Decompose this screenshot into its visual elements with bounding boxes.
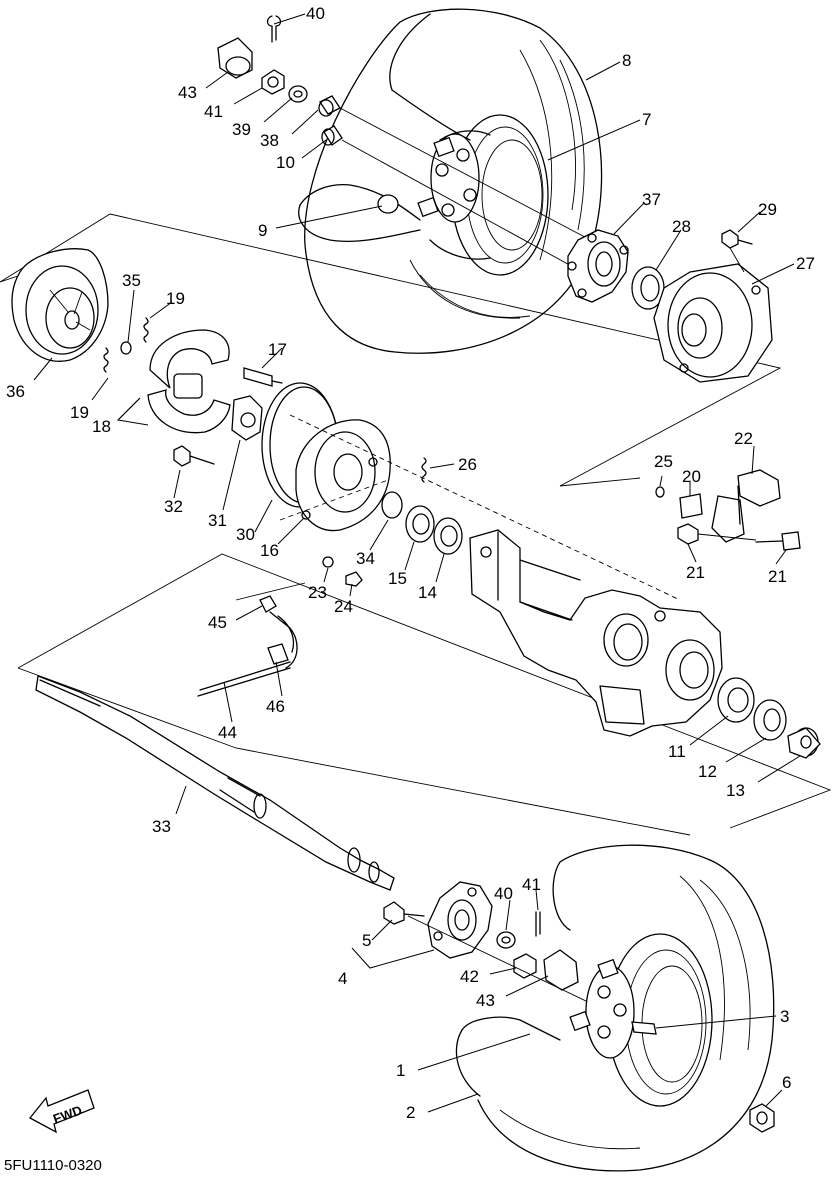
callout-14: 14 [418,583,437,602]
callout-37: 36 [6,382,25,401]
callout-46: 46 [266,697,285,716]
callout-42-lower: 41 [522,875,541,894]
callout-8: 8 [622,51,631,70]
callout-7: 7 [642,110,651,129]
callout-3: 3 [780,1007,789,1026]
lower-wheel-assembly [455,844,775,1172]
callout-33: 32 [164,497,183,516]
callout-4: 4 [338,969,347,988]
brake-linkage [655,469,801,551]
callout-27: 26 [458,455,477,474]
callout-31: 30 [236,525,255,544]
callout-25: 24 [334,597,353,616]
tire-upper [304,8,603,354]
callout-1: 1 [396,1061,405,1080]
fwd-arrow: FWD [29,1089,95,1134]
callout-9: 9 [258,221,267,240]
callout-43-lower: 43 [476,991,495,1010]
upper-wheel-assembly [298,8,603,354]
callout-17: 17 [268,340,287,359]
callout-20: 20 [682,467,701,486]
callout-44: 44 [218,723,237,742]
callout-16: 16 [260,541,279,560]
drawing-code: 5FU1110-0320 [4,1157,102,1174]
callout-40: 39 [232,120,251,139]
callout-10: 10 [276,153,295,172]
callout-21: 21 [768,567,787,586]
callout-38: 37 [642,190,661,209]
callout-42: 40 [306,4,325,23]
callout-28: 27 [796,254,815,273]
callout-labels: 40 43 41 39 38 10 9 8 7 37 28 29 27 35 1… [6,4,815,1122]
callout-34: 33 [152,817,171,836]
leader-lines [33,13,801,1113]
callout-40-lower: 40 [494,884,513,903]
callout-15: 15 [388,569,407,588]
callout-30: 29 [758,200,777,219]
callout-41: 41 [204,102,223,121]
callout-2: 2 [406,1103,415,1122]
callout-19-upper: 19 [166,289,185,308]
callout-39: 38 [260,131,279,150]
callout-43: 43 [178,83,197,102]
callout-41-lower: 42 [460,967,479,986]
upper-hardware [217,15,601,269]
callout-6: 6 [782,1073,791,1092]
axle-housing [469,529,821,759]
hub-drum-group [567,229,773,383]
axle-shaft [35,675,395,891]
callout-23: 22 [734,429,753,448]
breather-pipe [197,595,298,697]
group-frame-lines [0,213,832,836]
callout-19-lower: 19 [70,403,89,422]
callout-35: 34 [356,549,375,568]
callout-5: 5 [362,931,371,950]
callout-45: 45 [208,613,227,632]
callout-13: 13 [726,781,745,800]
callout-24: 23 [308,583,327,602]
callout-26: 25 [654,452,673,471]
lower-hub [383,881,631,1023]
callout-22: 21 [686,563,705,582]
callout-18: 18 [92,417,111,436]
callout-36: 35 [122,271,141,290]
callout-29: 28 [672,217,691,236]
callout-32: 31 [208,511,227,530]
brake-assembly [11,248,681,601]
callout-12: 12 [698,762,717,781]
callout-11: 11 [668,742,686,761]
